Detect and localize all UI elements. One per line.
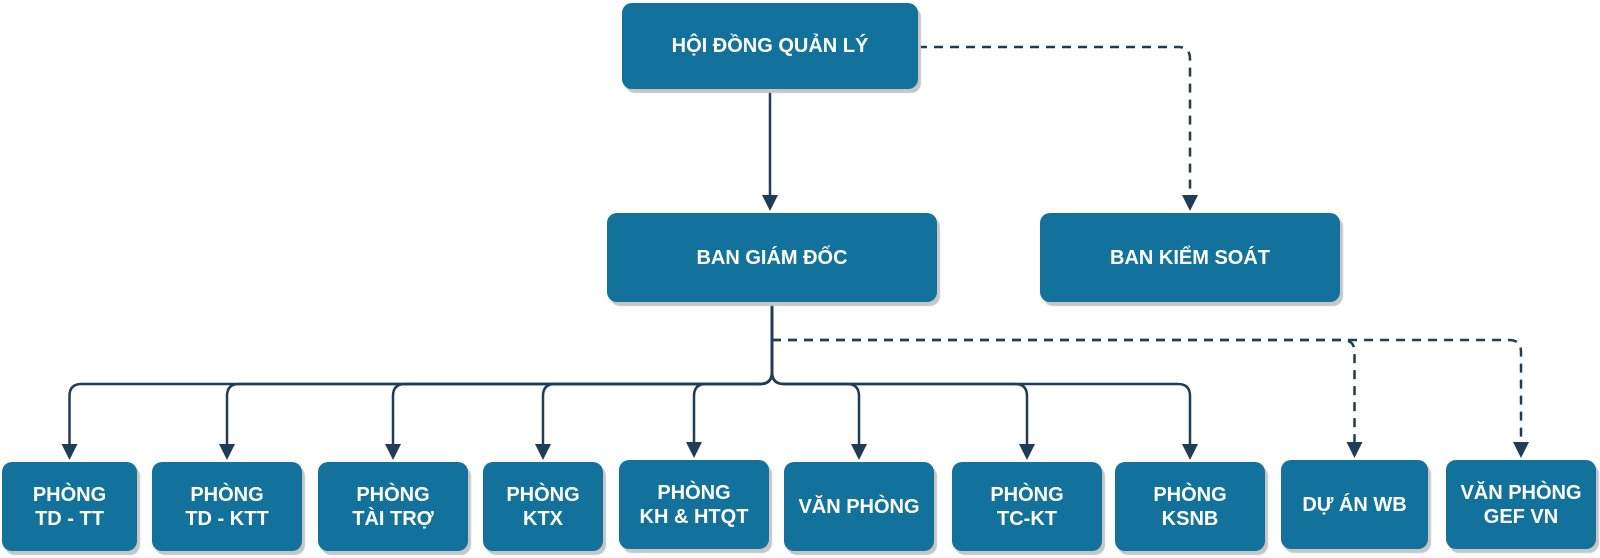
edge-bgd-duanwb-arrow [1346, 442, 1363, 458]
edge-bgd-taitro [391, 302, 774, 446]
edge-bgd-tdktt-arrow [219, 444, 235, 460]
edge-bgd-tckt [770, 302, 1029, 446]
node-ban-giam-doc[interactable]: BAN GIÁM ĐỐC [607, 213, 937, 302]
edge-bgd-vanphong-arrow [851, 444, 867, 460]
edge-bgd-ktx-arrow [535, 444, 551, 460]
edge-bgd-tdtt-arrow [61, 444, 78, 460]
edge-bgd-ksnb [770, 302, 1192, 446]
edge-bgd-duanwb [772, 338, 1356, 444]
node-van-phong[interactable]: VĂN PHÒNG [784, 462, 934, 551]
edge-hdql-bgd-arrow [762, 195, 778, 211]
node-hoi-dong-quan-ly[interactable]: HỘI ĐỒNG QUẢN LÝ [622, 3, 918, 89]
node-phong-td-ktt[interactable]: PHÒNG TD - KTT [152, 462, 302, 551]
edge-bgd-ktx [541, 302, 774, 446]
edge-bgd-taitro-arrow [385, 444, 401, 460]
edge-bgd-vanphong [770, 302, 861, 446]
edge-bgd-ksnb-arrow [1182, 444, 1198, 460]
node-van-phong-gef-vn[interactable]: VĂN PHÒNG GEF VN [1446, 460, 1596, 549]
node-ban-kiem-soat[interactable]: BAN KIỂM SOÁT [1040, 213, 1340, 302]
edge-bgd-gefvn [772, 338, 1523, 444]
node-phong-tai-tro[interactable]: PHÒNG TÀI TRỢ [318, 462, 468, 551]
node-phong-tc-kt[interactable]: PHÒNG TC-KT [952, 462, 1102, 551]
node-phong-kh-htqt[interactable]: PHÒNG KH & HTQT [619, 460, 769, 549]
node-phong-ktx[interactable]: PHÒNG KTX [483, 462, 603, 551]
edge-bgd-tdtt [68, 302, 774, 446]
node-du-an-wb[interactable]: DỰ ÁN WB [1281, 460, 1428, 549]
edge-bgd-tdktt [225, 302, 774, 446]
edge-bgd-khhtqt [692, 302, 774, 444]
edge-bgd-tckt-arrow [1019, 444, 1035, 460]
edge-bgd-gefvn-arrow [1513, 442, 1529, 458]
edge-bgd-khhtqt-arrow [686, 442, 702, 458]
edge-hdql-bks [918, 45, 1192, 197]
edge-hdql-bks-arrow [1182, 195, 1198, 211]
node-phong-td-tt[interactable]: PHÒNG TD - TT [2, 462, 137, 551]
node-phong-ksnb[interactable]: PHÒNG KSNB [1115, 462, 1265, 551]
